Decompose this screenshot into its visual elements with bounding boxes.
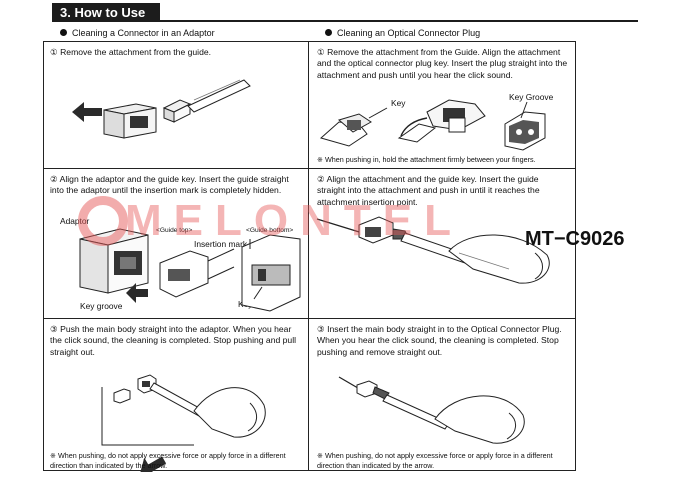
adaptor-step1-text: ① Remove the attachment from the guide. [50,47,212,57]
adaptor-step2-label-key-groove: Key groove [80,301,123,311]
grid-divider-row2 [44,318,575,319]
model-number: MT−C9026 [525,228,625,250]
grid-divider-row1 [44,168,575,169]
adaptor-step2-text: ② Align the adaptor and the guide key. I… [50,174,289,196]
grid-divider-vertical [308,42,309,470]
adaptor-step3-illustration [101,374,266,472]
plug-step2-cell: ② Align the attachment and the guide key… [309,169,577,318]
plug-step1-text: ① Remove the attachment from the Guide. … [317,47,568,80]
watermark-text: MELONTEL [125,196,463,245]
adaptor-step1-cell: ① Remove the attachment from the guide. [44,42,308,168]
adaptor-step3-note: ※ When pushing, do not apply excessive f… [50,451,286,470]
adaptor-step2-label-guide-bottom: <Guide bottom> [246,227,294,234]
plug-step3-illustration [338,376,525,444]
plug-step1-label-key: Key [391,98,406,108]
instruction-grid: ① Remove the attachment from the guide. … [43,41,577,472]
plug-section-title-text: Cleaning an Optical Connector Plug [337,28,481,38]
adaptor-step2-label-insertion-mark: Insertion mark [194,239,248,249]
adaptor-step2-label-adaptor: Adaptor [60,216,90,226]
adaptor-section-title-text: Cleaning a Connector in an Adaptor [72,28,215,38]
adaptor-step1-illustration [72,79,251,139]
section-header: 3. How to Use [52,3,160,22]
plug-section-title: Cleaning an Optical Connector Plug [325,27,480,39]
plug-step1-note: ※ When pushing in, hold the attachment f… [317,155,536,164]
adaptor-step3-text: ③ Push the main body straight into the a… [50,324,297,357]
plug-step2-illustration [316,216,550,284]
plug-step1-label-key-groove: Key Groove [509,92,554,102]
header-rule [52,20,638,22]
plug-step2-text: ② Align the attachment and the guide key… [317,174,540,207]
bullet-icon [325,29,332,36]
plug-step1-illustration [319,99,546,151]
bullet-icon [60,29,67,36]
adaptor-step2-label-guide-top: <Guide top> [156,227,193,234]
watermark-logo-icon [78,196,128,246]
adaptor-step3-cell: ③ Push the main body straight into the a… [44,319,308,472]
plug-step3-note: ※ When pushing, do not apply excessive f… [317,451,553,470]
plug-step3-cell: ③ Insert the main body straight in to th… [309,319,577,472]
plug-step1-cell: ① Remove the attachment from the Guide. … [309,42,577,168]
adaptor-section-title: Cleaning a Connector in an Adaptor [60,27,215,39]
plug-step3-text: ③ Insert the main body straight in to th… [317,324,562,357]
